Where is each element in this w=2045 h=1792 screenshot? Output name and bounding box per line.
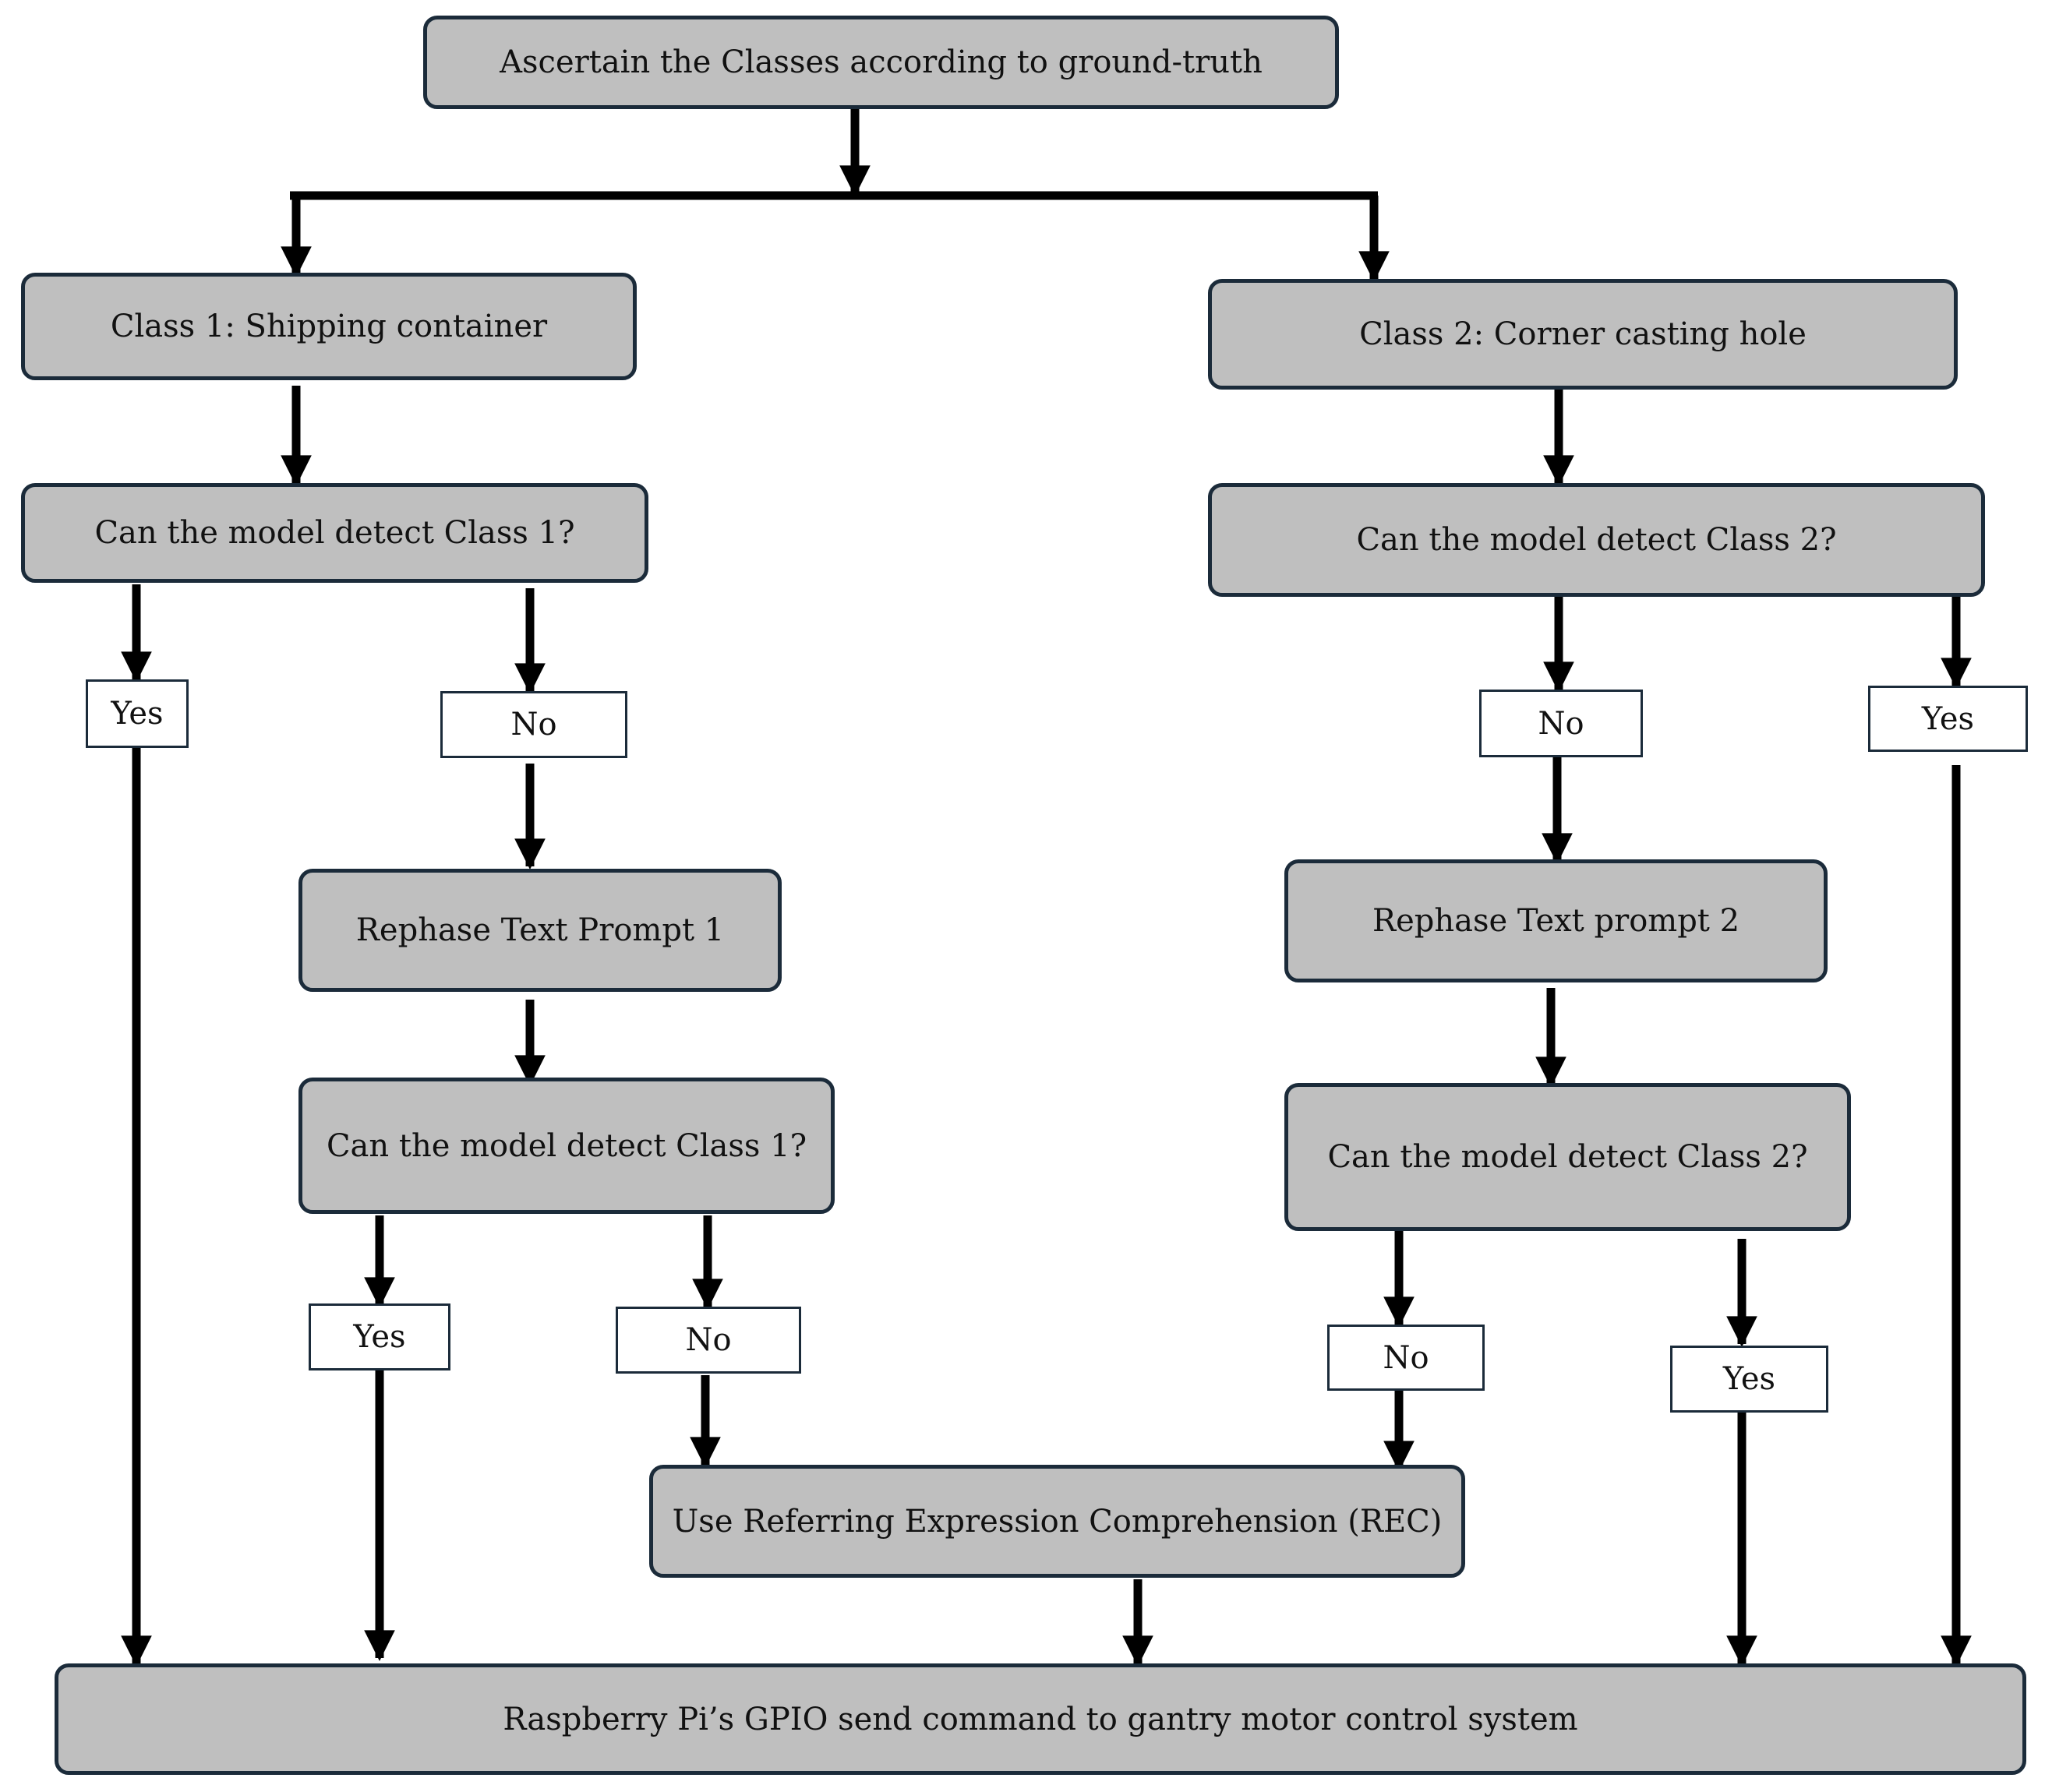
ascertain-classes-box: Ascertain the Classes according to groun… — [423, 16, 1339, 109]
no-label-detect1-retry: No — [616, 1307, 801, 1374]
yes-label-detect1-retry: Yes — [309, 1303, 450, 1370]
detect-class2-box: Can the model detect Class 2? — [1208, 483, 1985, 597]
no-label-detect2-retry: No — [1327, 1325, 1485, 1391]
yes-label-detect1: Yes — [86, 679, 189, 748]
yes-label-detect2-retry: Yes — [1670, 1346, 1828, 1413]
rephase-text-prompt-1-box: Rephase Text Prompt 1 — [298, 869, 782, 992]
rephase-text-prompt-2-box: Rephase Text prompt 2 — [1284, 859, 1828, 982]
class1-box: Class 1: Shipping container — [21, 273, 637, 380]
no-label-detect1: No — [440, 691, 627, 758]
yes-label-detect2: Yes — [1868, 686, 2028, 752]
detect-class1-retry-box: Can the model detect Class 1? — [298, 1078, 835, 1214]
class2-box: Class 2: Corner casting hole — [1208, 279, 1958, 390]
detect-class1-box: Can the model detect Class 1? — [21, 483, 648, 583]
detect-class2-retry-box: Can the model detect Class 2? — [1284, 1083, 1851, 1231]
gpio-command-box: Raspberry Pi’s GPIO send command to gant… — [55, 1663, 2026, 1775]
rec-box: Use Referring Expression Comprehension (… — [649, 1465, 1465, 1578]
no-label-detect2: No — [1479, 690, 1643, 757]
